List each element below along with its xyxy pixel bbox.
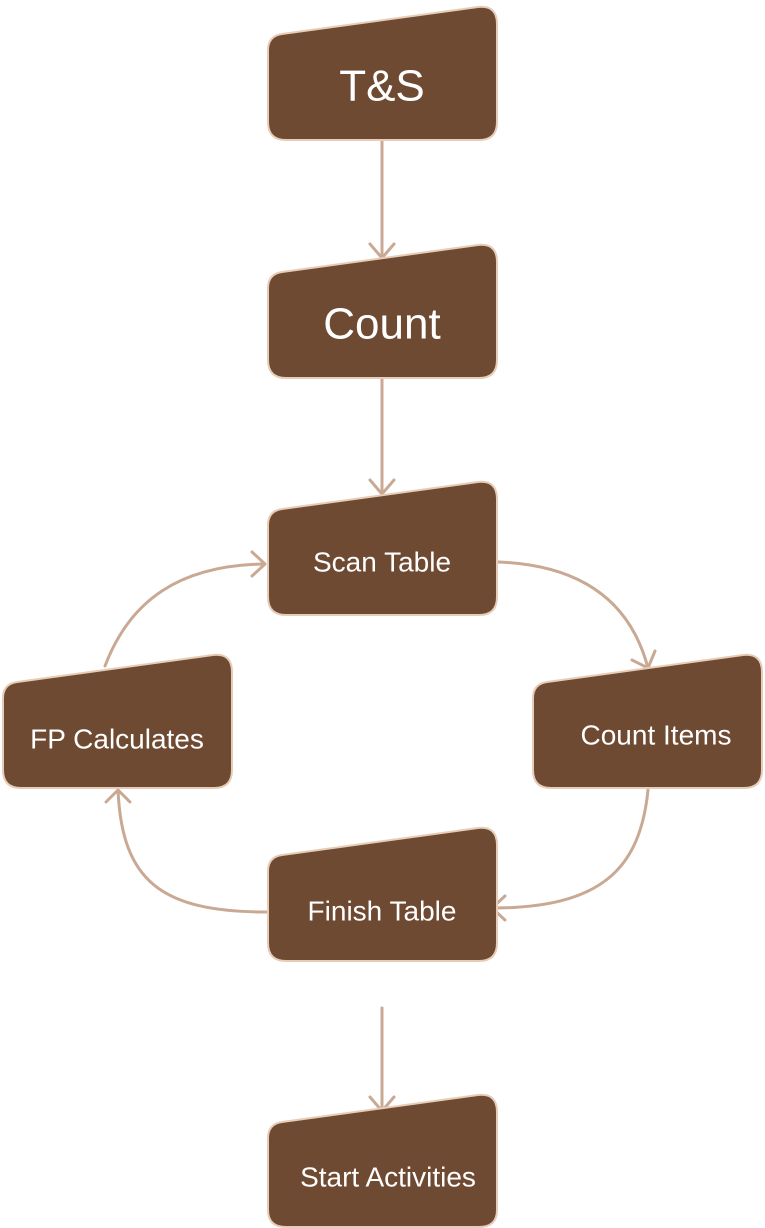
- node-count-label: Count: [323, 300, 440, 349]
- node-start-activities[interactable]: Start Activities: [267, 1093, 498, 1228]
- node-count-items-label: Count Items: [581, 720, 732, 751]
- edge-count-to-scan-table: [368, 375, 396, 496]
- edge-scan-table-to-count-items: [496, 560, 657, 670]
- node-ts-shape: [267, 5, 498, 141]
- node-fp-calculates[interactable]: FP Calculates: [2, 653, 233, 789]
- node-ts[interactable]: T&S: [267, 5, 498, 141]
- edge-count-items-to-finish-table: [490, 788, 650, 922]
- node-count-items[interactable]: Count Items: [532, 653, 763, 789]
- node-ts-label: T&S: [339, 62, 425, 111]
- node-count-items-shape: [532, 653, 763, 789]
- node-fp-calculates-label: FP Calculates: [30, 724, 204, 755]
- edge-fp-calculates-to-scan-table: [103, 550, 267, 668]
- node-finish-table-shape: [267, 826, 498, 962]
- node-start-activities-label: Start Activities: [300, 1162, 476, 1193]
- node-scan-table-label: Scan Table: [313, 547, 451, 578]
- node-start-activities-shape: [267, 1093, 498, 1228]
- node-scan-table[interactable]: Scan Table: [267, 480, 498, 616]
- node-count[interactable]: Count: [267, 243, 498, 379]
- node-scan-table-shape: [267, 480, 498, 616]
- edge-ts-to-count: [368, 138, 396, 260]
- node-fp-calculates-shape: [2, 653, 233, 789]
- node-count-shape: [267, 243, 498, 379]
- node-finish-table[interactable]: Finish Table: [267, 826, 498, 962]
- edge-finish-table-to-fp-calculates: [104, 788, 268, 914]
- edge-finish-table-to-start-activities: [368, 1006, 396, 1113]
- node-finish-table-label: Finish Table: [308, 896, 457, 927]
